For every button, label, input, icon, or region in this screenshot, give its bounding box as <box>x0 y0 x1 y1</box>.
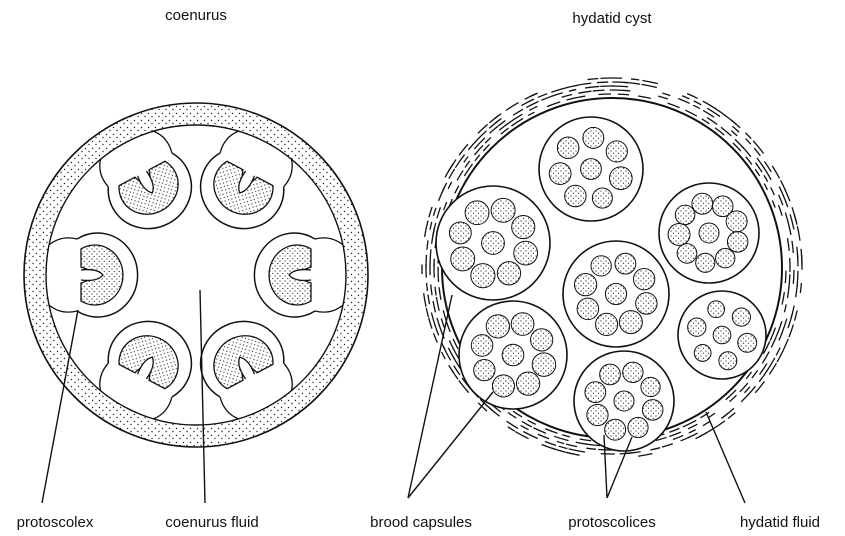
hydatid-fluid-leader <box>706 412 745 503</box>
protoscolex-in-capsule <box>619 311 642 334</box>
protoscolex-label: protoscolex <box>17 514 94 531</box>
protoscolex-in-capsule <box>474 359 495 380</box>
protoscolex-in-capsule <box>486 315 509 338</box>
protoscolex-in-capsule <box>581 159 602 180</box>
protoscolex-in-capsule <box>614 391 634 411</box>
protoscolex-in-capsule <box>502 344 524 366</box>
protoscolex-in-capsule <box>492 375 514 397</box>
protoscolex-in-capsule <box>727 232 748 253</box>
brood-capsule <box>678 291 766 379</box>
protoscolex-in-capsule <box>577 298 599 320</box>
protoscolex-in-capsule <box>677 244 697 264</box>
protoscolex-in-capsule <box>694 345 711 362</box>
protoscolex-in-capsule <box>512 215 535 238</box>
brood-capsule <box>574 351 674 451</box>
protoscolex-in-capsule <box>609 167 632 190</box>
protoscolex-in-capsule <box>451 247 475 271</box>
protoscolex-in-capsule <box>574 273 596 295</box>
protoscolex-in-capsule <box>600 364 621 385</box>
protoscolex-in-capsule <box>585 382 606 403</box>
coenurus-fluid-label: coenurus fluid <box>165 514 258 531</box>
protoscolex-in-capsule <box>511 313 534 336</box>
coenurus-cyst <box>24 103 368 447</box>
protoscolex-in-capsule <box>738 333 757 352</box>
protoscolex-in-capsule <box>497 262 520 285</box>
protoscolex-in-capsule <box>583 127 604 148</box>
protoscolex-in-capsule <box>531 329 553 351</box>
protoscolex-in-capsule <box>696 253 715 272</box>
protoscolex-in-capsule <box>587 404 608 425</box>
brood-capsules-leader <box>408 392 493 498</box>
hydatid-cyst <box>422 78 802 456</box>
protoscolex-in-capsule <box>565 185 586 206</box>
protoscolex-in-capsule <box>688 318 706 336</box>
protoscolex-in-capsule <box>605 419 626 440</box>
protoscolex-in-capsule <box>491 198 515 222</box>
brood-capsule <box>436 186 550 300</box>
protoscolex-in-capsule <box>642 400 663 421</box>
brood-capsule <box>459 301 567 409</box>
protoscolex-in-capsule <box>699 223 719 243</box>
hydatid-cyst-title: hydatid cyst <box>572 10 651 27</box>
protoscolex-in-capsule <box>449 222 471 244</box>
protoscolex-in-capsule <box>532 353 555 376</box>
protoscolex-in-capsule <box>482 232 505 255</box>
protoscolex-in-capsule <box>719 352 737 370</box>
protoscolex-in-capsule <box>675 205 695 225</box>
protoscolex-in-capsule <box>592 188 612 208</box>
protoscolex-in-capsule <box>606 141 627 162</box>
protoscolex-in-capsule <box>713 326 731 344</box>
brood-capsules-label: brood capsules <box>370 514 472 531</box>
brood-capsule <box>659 183 759 283</box>
protoscolex-in-capsule <box>716 249 735 268</box>
brood-capsules-leader <box>408 295 452 498</box>
protoscolex-in-capsule <box>615 253 636 274</box>
protoscolex-in-capsule <box>471 335 493 357</box>
protoscolex-in-capsule <box>636 293 657 314</box>
protoscolex-in-capsule <box>514 241 538 265</box>
hydatid-fluid-label: hydatid fluid <box>740 514 820 531</box>
protoscolex-in-capsule <box>596 313 618 335</box>
coenurus-title: coenurus <box>165 7 227 24</box>
protoscolex-in-capsule <box>471 264 495 288</box>
protoscolex-in-capsule <box>732 308 750 326</box>
protoscolex-in-capsule <box>668 224 690 246</box>
protoscolex-in-capsule <box>549 163 571 185</box>
protoscolices-label: protoscolices <box>568 514 656 531</box>
brood-capsule <box>539 117 643 221</box>
protoscolex-in-capsule <box>641 377 660 396</box>
protoscolex-in-capsule <box>628 417 648 437</box>
protoscolex-in-capsule <box>465 201 489 225</box>
protoscolex-in-capsule <box>516 372 539 395</box>
protoscolex-in-capsule <box>726 211 747 232</box>
protoscolex-in-capsule <box>557 137 579 159</box>
protoscolex-in-capsule <box>708 301 725 318</box>
protoscolex-in-capsule <box>692 193 713 214</box>
protoscolex-in-capsule <box>623 362 643 382</box>
protoscolex-in-capsule <box>605 283 626 304</box>
protoscolex-in-capsule <box>591 256 611 276</box>
protoscolex-in-capsule <box>633 269 654 290</box>
brood-capsule <box>563 241 669 347</box>
